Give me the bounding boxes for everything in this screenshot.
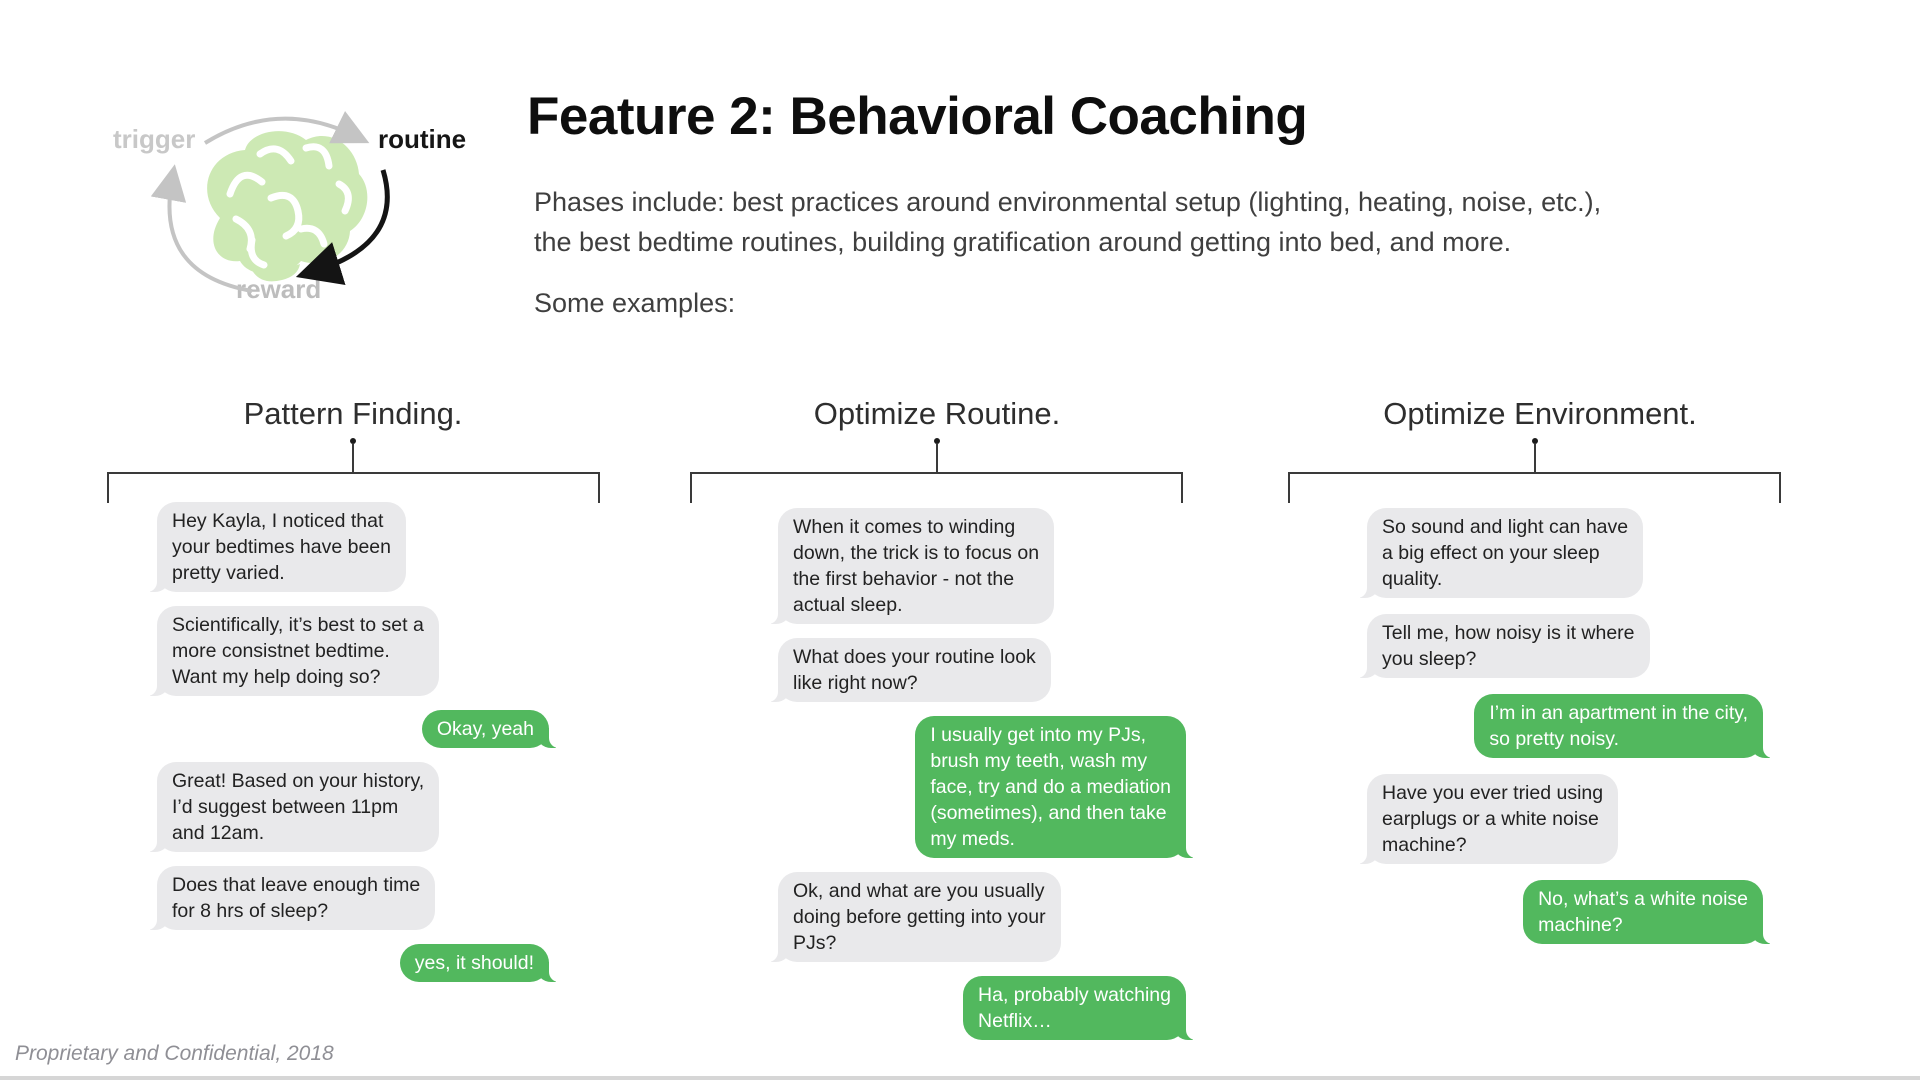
incoming-message-bubble: Scientifically, it’s best to set a more …	[147, 606, 439, 696]
bracket-stem	[934, 438, 940, 472]
column-heading-optimize-environment: Optimize Environment.	[1383, 396, 1697, 431]
examples-label: Some examples:	[534, 288, 736, 318]
outgoing-message-bubble: I usually get into my PJs, brush my teet…	[915, 716, 1196, 858]
outgoing-message-bubble: Okay, yeah	[421, 710, 560, 748]
column-bracket	[690, 472, 1183, 503]
chat-column-pattern-finding: Hey Kayla, I noticed that your bedtimes …	[146, 502, 560, 982]
routine-to-reward-arrow	[295, 169, 390, 286]
slide-bottom-edge	[0, 1076, 1920, 1080]
chat-column-optimize-environment: So sound and light can have a big effect…	[1356, 508, 1773, 944]
footer-confidential-note: Proprietary and Confidential, 2018	[15, 1042, 334, 1065]
outgoing-message-bubble: Ha, probably watching Netflix…	[963, 976, 1196, 1040]
incoming-message-bubble: So sound and light can have a big effect…	[1356, 508, 1644, 598]
outgoing-message-bubble: yes, it should!	[399, 944, 560, 982]
page-title: Feature 2: Behavioral Coaching	[527, 87, 1308, 146]
chat-column-optimize-routine: When it comes to winding down, the trick…	[767, 508, 1196, 1040]
column-bracket	[1288, 472, 1781, 503]
incoming-message-bubble: Ok, and what are you usually doing befor…	[768, 872, 1061, 962]
incoming-message-bubble: Does that leave enough time for 8 hrs of…	[146, 866, 436, 930]
trigger-to-routine-arrow	[203, 111, 370, 145]
slide-description: Phases include: best practices around en…	[534, 187, 1602, 257]
incoming-message-bubble: Hey Kayla, I noticed that your bedtimes …	[147, 502, 406, 592]
incoming-message-bubble: Great! Based on your history, I’d sugges…	[146, 762, 440, 852]
column-bracket	[107, 472, 600, 503]
bracket-stem	[350, 438, 356, 472]
incoming-message-bubble: When it comes to winding down, the trick…	[767, 508, 1055, 624]
habit-loop-diagram	[150, 111, 390, 293]
incoming-message-bubble: Tell me, how noisy is it where you sleep…	[1357, 614, 1650, 678]
outgoing-message-bubble: No, what’s a white noise machine?	[1523, 880, 1773, 944]
incoming-message-bubble: What does your routine look like right n…	[768, 638, 1051, 702]
incoming-message-bubble: Have you ever tried using earplugs or a …	[1356, 774, 1619, 864]
reward-to-trigger-arrow	[150, 164, 253, 293]
habit-loop-trigger-label: trigger	[113, 124, 196, 154]
column-heading-optimize-routine: Optimize Routine.	[813, 396, 1061, 431]
habit-loop-routine-label: routine	[378, 124, 467, 154]
brain-icon	[207, 131, 368, 282]
column-heading-pattern-finding: Pattern Finding.	[243, 396, 463, 431]
bracket-stem	[1532, 438, 1538, 472]
outgoing-message-bubble: I’m in an apartment in the city, so pret…	[1474, 694, 1773, 758]
